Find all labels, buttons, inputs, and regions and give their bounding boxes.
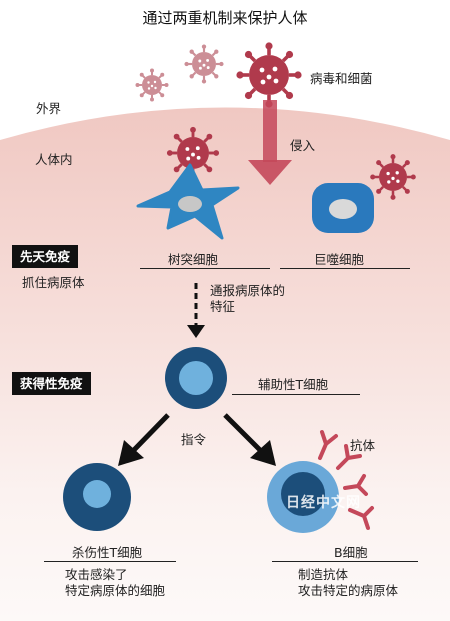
report-arrow bbox=[187, 283, 205, 338]
virus-large bbox=[236, 42, 302, 108]
acquired-immunity-tag: 获得性免疫 bbox=[12, 372, 91, 395]
virus-body-right bbox=[370, 154, 416, 200]
inside-region-label: 人体内 bbox=[35, 152, 73, 167]
invade-arrow bbox=[248, 100, 292, 185]
invade-label: 侵入 bbox=[290, 138, 316, 153]
pathogens-label: 病毒和细菌 bbox=[310, 71, 373, 86]
dendritic-cell-underline bbox=[140, 268, 270, 269]
virus-body-left bbox=[166, 126, 220, 180]
helper-t-cell bbox=[165, 347, 227, 409]
innate-immunity-desc: 抓住病原体 bbox=[22, 275, 85, 290]
dendritic-cell-label: 树突细胞 bbox=[168, 252, 219, 267]
antibody-label: 抗体 bbox=[350, 438, 376, 453]
outside-region-label: 外界 bbox=[36, 101, 62, 116]
helper-t-underline bbox=[232, 394, 360, 395]
report-label: 通报病原体的 特征 bbox=[210, 283, 286, 314]
killer-t-description: 攻击感染了 特定病原体的细胞 bbox=[65, 567, 166, 598]
macrophage-label: 巨噬细胞 bbox=[314, 252, 365, 267]
b-cell-description: 制造抗体 攻击特定的病原体 bbox=[298, 567, 399, 598]
virus-small-left bbox=[135, 68, 169, 102]
macrophage-underline bbox=[280, 268, 410, 269]
killer-t-underline bbox=[44, 561, 176, 562]
command-arrows bbox=[118, 413, 276, 466]
killer-t-cell bbox=[63, 463, 131, 531]
page-title: 通过两重机制来保护人体 bbox=[142, 9, 308, 27]
dendritic-cell bbox=[136, 163, 240, 240]
b-cell-underline bbox=[272, 561, 418, 562]
command-label: 指令 bbox=[181, 432, 207, 447]
macrophage-cell bbox=[312, 183, 374, 233]
killer-t-label: 杀伤性T细胞 bbox=[72, 545, 143, 560]
helper-t-label: 辅助性T细胞 bbox=[258, 377, 329, 392]
innate-immunity-tag: 先天免疫 bbox=[12, 245, 79, 268]
virus-mid bbox=[184, 44, 224, 84]
b-cell bbox=[267, 461, 339, 533]
watermark: 日经中文网 bbox=[286, 495, 361, 511]
b-cell-label: B细胞 bbox=[334, 545, 368, 560]
antibodies bbox=[318, 430, 374, 530]
